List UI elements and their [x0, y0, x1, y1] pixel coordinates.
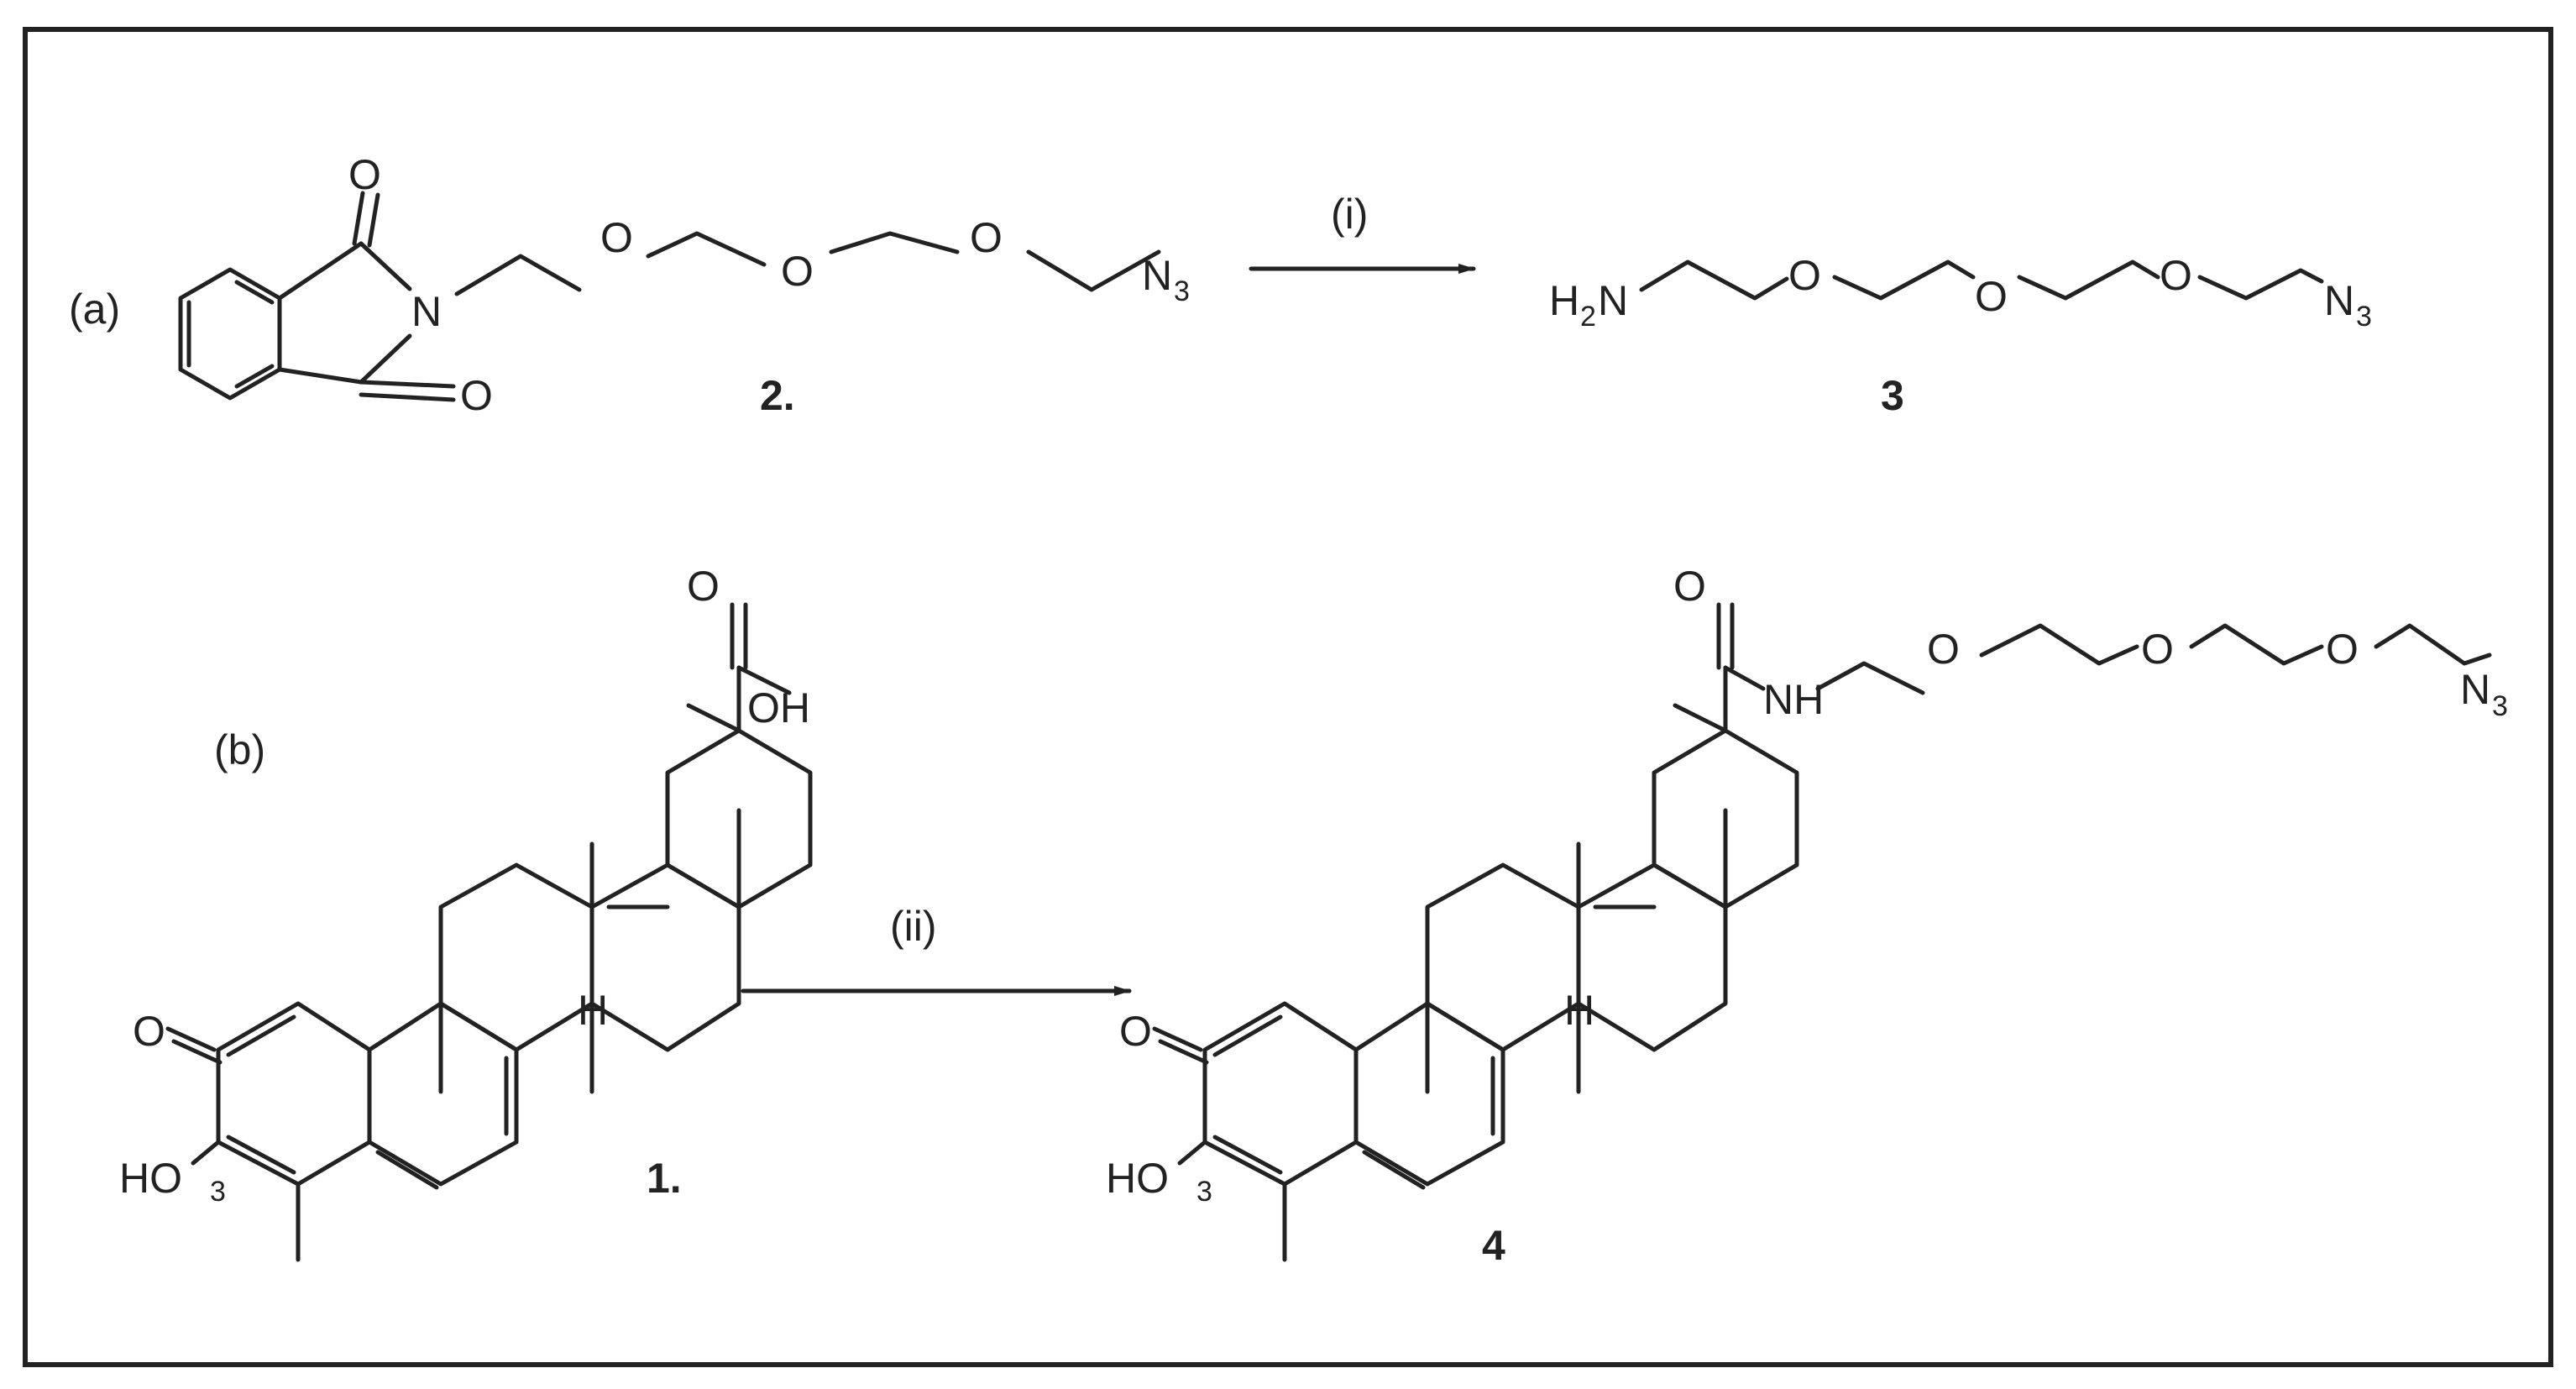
compound-3-structure: [1639, 259, 2324, 301]
compound-2-label: 2.: [760, 372, 795, 419]
part-a-label: (a): [69, 286, 120, 333]
c3-azide-n: N: [2324, 277, 2354, 324]
c4-amide-nh: NH: [1763, 676, 1824, 723]
figure-frame: [23, 27, 2553, 1367]
c1-acid-o: O: [687, 563, 720, 610]
ether-o-2: O: [781, 248, 814, 295]
imide-n-atom: N: [411, 288, 442, 335]
compound-1-label: 1.: [647, 1155, 682, 1202]
c4-azide-n: N: [2460, 666, 2490, 713]
c4-ether-o-3: O: [2326, 626, 2359, 673]
c1-hydroxyl: HO: [119, 1155, 182, 1202]
c3-ether-o-3: O: [2160, 252, 2192, 299]
c3-ether-o-1: O: [1788, 252, 1821, 299]
amine-n: N: [1598, 277, 1628, 324]
ether-o-1: O: [600, 214, 633, 261]
c4-azide-subscript: 3: [2492, 690, 2508, 722]
compound-4-structure: [1152, 602, 2492, 1262]
azide-n: N: [1142, 252, 1172, 299]
c4-hydroxyl: HO: [1106, 1155, 1169, 1202]
c4-stereo-h: H: [1564, 987, 1594, 1034]
c1-keto-o: O: [133, 1008, 165, 1055]
amine-h: H: [1549, 277, 1579, 324]
compound-1-structure: [165, 602, 813, 1262]
carbonyl-o-top: O: [348, 151, 381, 198]
c3-ether-o-2: O: [1975, 273, 2008, 320]
c4-ether-o-2: O: [2141, 626, 2174, 673]
c4-locant-3: 3: [1196, 1176, 1212, 1208]
c1-stereo-h: H: [578, 987, 608, 1034]
c3-azide-subscript: 3: [2356, 301, 2372, 333]
compound-4-label: 4: [1482, 1222, 1505, 1269]
compound-3-label: 3: [1881, 372, 1904, 419]
c1-locant-3: 3: [210, 1176, 226, 1208]
azide-subscript: 3: [1174, 275, 1190, 307]
compound-2-structure: [178, 191, 1161, 402]
condition-ii: (ii): [890, 903, 937, 950]
c1-acid-oh: OH: [747, 684, 810, 731]
condition-i: (i): [1331, 191, 1368, 238]
ether-o-3: O: [970, 214, 1003, 261]
c4-keto-o: O: [1119, 1008, 1152, 1055]
part-b-label: (b): [214, 726, 265, 773]
amine-subscript: 2: [1580, 301, 1596, 333]
c4-amide-o: O: [1673, 563, 1706, 610]
c4-ether-o-1: O: [1927, 626, 1960, 673]
carbonyl-o-bottom: O: [460, 372, 493, 419]
